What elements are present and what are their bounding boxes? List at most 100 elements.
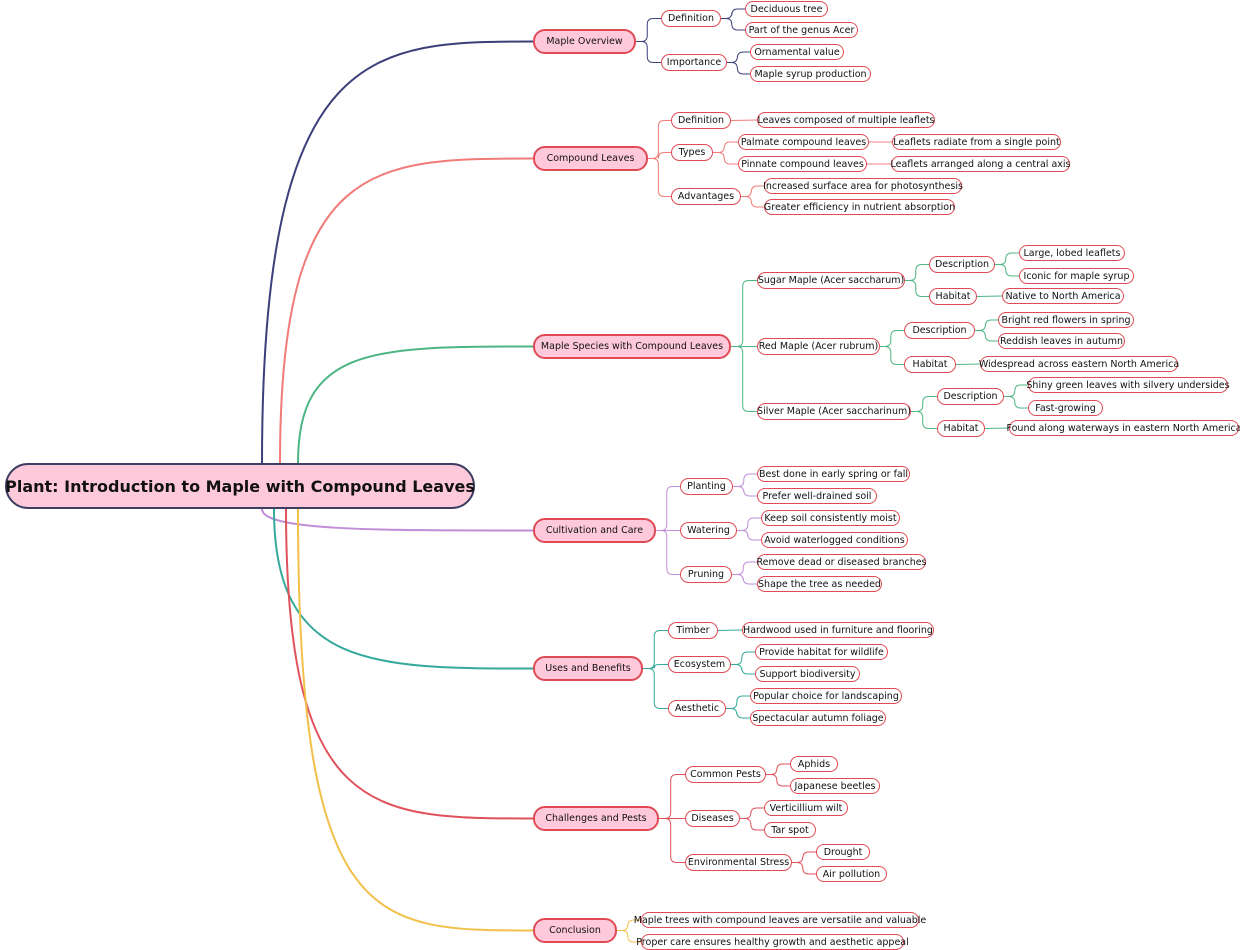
connector-compound-leaves-2 [648,158,671,197]
node-popular-choice-for-landscaping[interactable]: Popular choice for landscaping [750,688,902,704]
node-deciduous-tree[interactable]: Deciduous tree [745,1,828,17]
node-native-to-north-america[interactable]: Native to North America [1002,288,1124,304]
node-prefer-well-drained-soil[interactable]: Prefer well-drained soil [757,488,877,504]
connector-description-1 [975,330,998,342]
node-iconic-for-maple-syrup[interactable]: Iconic for maple syrup [1019,268,1134,284]
connector-maple-overview-1 [636,41,661,63]
connector-types-1 [713,152,738,165]
node-silver-maple-acer-saccharinum[interactable]: Silver Maple (Acer saccharinum) [757,403,911,420]
node-definition[interactable]: Definition [671,112,731,129]
node-description[interactable]: Description [904,322,975,339]
node-fast-growing[interactable]: Fast-growing [1028,400,1103,416]
node-diseases[interactable]: Diseases [685,810,740,827]
connector-watering-0 [737,517,761,531]
connector-diseases-0 [740,807,764,819]
node-avoid-waterlogged-conditions[interactable]: Avoid waterlogged conditions [761,532,908,548]
branch-curve-maple-overview [261,40,534,464]
branch-uses-and-benefits[interactable]: Uses and Benefits [533,656,643,681]
node-support-biodiversity[interactable]: Support biodiversity [755,666,860,682]
node-found-along-waterways-in-eastern-north-america[interactable]: Found along waterways in eastern North A… [1006,420,1240,436]
node-shape-the-tree-as-needed[interactable]: Shape the tree as needed [757,576,882,592]
connector-uses-and-benefits-1 [643,664,668,669]
node-pruning[interactable]: Pruning [680,566,732,583]
node-timber[interactable]: Timber [668,622,718,639]
node-description[interactable]: Description [929,256,995,273]
node-habitat[interactable]: Habitat [929,288,977,305]
connector-sugar-maple-acer-saccharum-1 [905,280,929,297]
node-definition[interactable]: Definition [661,10,721,27]
node-description[interactable]: Description [937,388,1004,405]
branch-cultivation-and-care[interactable]: Cultivation and Care [533,518,656,543]
branch-conclusion[interactable]: Conclusion [533,918,617,943]
root-topic[interactable]: Plant: Introduction to Maple with Compou… [5,463,475,509]
connector-habitat-0 [955,363,981,365]
node-hardwood-used-in-furniture-and-flooring[interactable]: Hardwood used in furniture and flooring [742,622,934,638]
node-spectacular-autumn-foliage[interactable]: Spectacular autumn foliage [750,710,886,726]
branch-challenges-and-pests[interactable]: Challenges and Pests [533,806,659,831]
node-tar-spot[interactable]: Tar spot [764,822,816,838]
node-provide-habitat-for-wildlife[interactable]: Provide habitat for wildlife [755,644,888,660]
node-types[interactable]: Types [671,144,713,161]
node-palmate-compound-leaves[interactable]: Palmate compound leaves [738,134,869,150]
connector-pruning-0 [732,561,757,575]
node-red-maple-acer-rubrum[interactable]: Red Maple (Acer rubrum) [757,338,880,355]
node-reddish-leaves-in-autumn[interactable]: Reddish leaves in autumn [998,333,1125,349]
connector-environmental-stress-0 [792,851,816,863]
node-ecosystem[interactable]: Ecosystem [668,656,731,673]
node-aphids[interactable]: Aphids [790,756,838,772]
connector-aesthetic-0 [726,695,750,709]
branch-curve-maple-species-with-compound-leaves [297,345,534,464]
node-environmental-stress[interactable]: Environmental Stress [685,854,792,871]
connector-maple-overview-0 [636,18,661,42]
node-increased-surface-area-for-photosynthesis[interactable]: Increased surface area for photosynthesi… [763,178,963,194]
connector-conclusion-0 [617,919,641,931]
node-ornamental-value[interactable]: Ornamental value [750,44,844,60]
connector-habitat-0 [984,427,1010,429]
connector-red-maple-acer-rubrum-1 [880,346,904,365]
node-common-pests[interactable]: Common Pests [685,766,766,783]
node-leaves-composed-of-multiple-leaflets[interactable]: Leaves composed of multiple leaflets [757,112,935,128]
node-leaflets-radiate-from-a-single-point[interactable]: Leaflets radiate from a single point [892,134,1061,150]
node-watering[interactable]: Watering [680,522,737,539]
node-advantages[interactable]: Advantages [671,188,741,205]
connector-description-1 [995,264,1019,277]
node-best-done-in-early-spring-or-fall[interactable]: Best done in early spring or fall [757,466,910,482]
branch-compound-leaves[interactable]: Compound Leaves [533,146,648,171]
node-drought[interactable]: Drought [816,844,870,860]
node-japanese-beetles[interactable]: Japanese beetles [790,778,880,794]
node-pinnate-compound-leaves[interactable]: Pinnate compound leaves [738,156,867,172]
node-importance[interactable]: Importance [661,54,727,71]
branch-maple-species-with-compound-leaves[interactable]: Maple Species with Compound Leaves [533,334,731,359]
branch-curve-challenges-and-pests [285,508,534,820]
connector-description-0 [995,252,1019,265]
branch-curve-cultivation-and-care [261,508,534,532]
node-part-of-the-genus-acer[interactable]: Part of the genus Acer [745,22,858,38]
node-aesthetic[interactable]: Aesthetic [668,700,726,717]
node-greater-efficiency-in-nutrient-absorption[interactable]: Greater efficiency in nutrient absorptio… [764,199,955,215]
node-sugar-maple-acer-saccharum[interactable]: Sugar Maple (Acer saccharum) [757,272,905,289]
connector-description-0 [975,319,998,331]
connector-challenges-and-pests-0 [659,774,685,819]
branch-curve-conclusion [297,508,534,932]
node-leaflets-arranged-along-a-central-axis[interactable]: Leaflets arranged along a central axis [891,156,1070,172]
node-large-lobed-leaflets[interactable]: Large, lobed leaflets [1019,245,1125,261]
connector-cultivation-and-care-0 [656,486,680,531]
node-verticillium-wilt[interactable]: Verticillium wilt [764,800,848,816]
node-maple-trees-with-compound-leaves-are-versatile-and-valuable[interactable]: Maple trees with compound leaves are ver… [634,912,926,928]
connector-maple-species-with-compound-leaves-2 [731,346,757,412]
branch-curve-uses-and-benefits [273,508,534,670]
node-air-pollution[interactable]: Air pollution [816,866,887,882]
node-widespread-across-eastern-north-america[interactable]: Widespread across eastern North America [979,356,1179,372]
connector-conclusion-1 [617,930,641,943]
node-planting[interactable]: Planting [680,478,733,495]
node-maple-syrup-production[interactable]: Maple syrup production [750,66,871,82]
branch-maple-overview[interactable]: Maple Overview [533,29,636,54]
node-shiny-green-leaves-with-silvery-undersides[interactable]: Shiny green leaves with silvery undersid… [1026,377,1230,393]
node-keep-soil-consistently-moist[interactable]: Keep soil consistently moist [761,510,900,526]
node-habitat[interactable]: Habitat [904,356,956,373]
connector-cultivation-and-care-2 [656,530,680,575]
node-remove-dead-or-diseased-branches[interactable]: Remove dead or diseased branches [757,554,927,570]
node-habitat[interactable]: Habitat [937,420,985,437]
node-bright-red-flowers-in-spring[interactable]: Bright red flowers in spring [998,312,1134,328]
